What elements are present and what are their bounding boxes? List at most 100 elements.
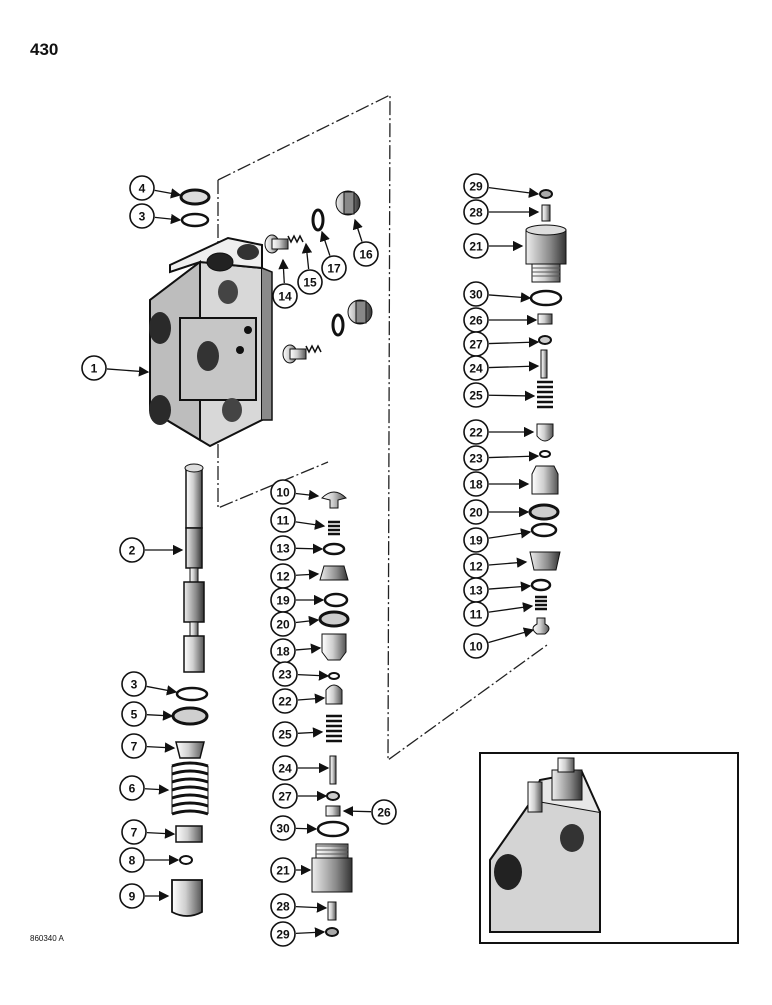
callout-bubble bbox=[463, 419, 489, 445]
callout-20: 20 bbox=[270, 611, 320, 637]
callout-28: 28 bbox=[463, 199, 540, 225]
callout-label: 30 bbox=[276, 822, 290, 836]
poppet-22-right bbox=[536, 423, 554, 442]
callout-30: 30 bbox=[463, 281, 532, 307]
o-ring-3-top bbox=[180, 212, 210, 228]
callout-leader bbox=[488, 451, 540, 462]
pin-24 bbox=[329, 755, 337, 785]
callout-leader bbox=[146, 710, 174, 721]
callout-3: 3 bbox=[121, 671, 178, 697]
plug-16-upper bbox=[335, 190, 361, 216]
callout-label: 25 bbox=[469, 389, 483, 403]
callout-leader bbox=[488, 292, 532, 303]
callout-label: 3 bbox=[131, 678, 138, 692]
callout-12: 12 bbox=[463, 553, 528, 579]
callout-bubble bbox=[463, 233, 489, 259]
callout-label: 9 bbox=[129, 890, 136, 904]
callout-bubble bbox=[270, 815, 296, 841]
callout-label: 28 bbox=[469, 206, 483, 220]
o-ring-17-lower bbox=[331, 313, 345, 337]
callout-leader bbox=[488, 187, 540, 198]
callout-bubble bbox=[121, 819, 147, 845]
callout-leader bbox=[295, 569, 320, 580]
callout-bubble bbox=[270, 611, 296, 637]
callout-label: 30 bbox=[469, 288, 483, 302]
lock-nut-29-right bbox=[539, 189, 553, 199]
callout-leader bbox=[278, 258, 289, 284]
inset-view bbox=[479, 752, 739, 944]
page-number: 430 bbox=[30, 40, 59, 59]
seat-12 bbox=[319, 565, 349, 581]
callout-label: 11 bbox=[277, 514, 290, 528]
callout-bubble bbox=[463, 471, 489, 497]
ring-27 bbox=[326, 791, 340, 801]
callout-leader bbox=[146, 742, 176, 753]
callout-bubble bbox=[297, 269, 323, 295]
valve-section-body bbox=[149, 236, 273, 448]
figure-code: 860340 A bbox=[30, 934, 64, 943]
callout-label: 23 bbox=[278, 668, 292, 682]
spring-15-upper bbox=[287, 234, 304, 244]
spring-15-lower bbox=[305, 344, 322, 354]
callout-leader bbox=[295, 823, 318, 834]
callout-bubble bbox=[270, 857, 296, 883]
callout-label: 10 bbox=[276, 486, 290, 500]
callout-bubble bbox=[121, 701, 147, 727]
callout-27: 27 bbox=[463, 331, 540, 357]
callout-leader bbox=[295, 927, 326, 938]
callout-leader bbox=[352, 218, 363, 242]
poppet-10 bbox=[321, 491, 347, 509]
callout-leader bbox=[488, 528, 532, 539]
lock-nut-29 bbox=[325, 927, 339, 937]
o-ring-23-right bbox=[539, 450, 551, 458]
callout-27: 27 bbox=[272, 783, 328, 809]
callout-24: 24 bbox=[463, 355, 540, 381]
right-column-parts bbox=[525, 189, 567, 635]
callout-leader bbox=[295, 615, 320, 627]
callout-19: 19 bbox=[463, 527, 532, 553]
callout-24: 24 bbox=[272, 755, 330, 781]
assembly-boundary-line bbox=[217, 93, 548, 762]
callout-bubble bbox=[353, 241, 379, 267]
callout-leader bbox=[488, 602, 534, 613]
callout-bubble bbox=[119, 883, 145, 909]
callout-label: 7 bbox=[131, 826, 138, 840]
callout-label: 8 bbox=[129, 854, 136, 868]
callout-label: 17 bbox=[327, 262, 341, 276]
callout-label: 14 bbox=[278, 290, 292, 304]
callout-label: 26 bbox=[469, 314, 483, 328]
callout-label: 23 bbox=[469, 452, 483, 466]
relief-housing-21 bbox=[311, 843, 353, 893]
callout-5: 5 bbox=[121, 701, 174, 727]
o-ring-13-right bbox=[530, 578, 552, 592]
callout-label: 25 bbox=[278, 728, 292, 742]
callout-label: 29 bbox=[469, 180, 483, 194]
centering-spring-6 bbox=[171, 761, 209, 816]
callout-leader bbox=[342, 806, 372, 817]
spring-seat-7-lower bbox=[175, 825, 203, 843]
callout-leader bbox=[144, 784, 170, 795]
callout-28: 28 bbox=[270, 893, 328, 919]
callout-bubble bbox=[272, 721, 298, 747]
callout-label: 18 bbox=[469, 478, 483, 492]
callout-label: 7 bbox=[131, 740, 138, 754]
callout-label: 22 bbox=[278, 695, 292, 709]
callout-16: 16 bbox=[352, 218, 379, 267]
callout-bubble bbox=[272, 783, 298, 809]
set-screw-28-right bbox=[541, 204, 551, 222]
callout-label: 6 bbox=[129, 782, 136, 796]
pin-24-right bbox=[540, 349, 548, 379]
callout-label: 22 bbox=[469, 426, 483, 440]
callout-13: 13 bbox=[270, 535, 324, 561]
callout-bubble bbox=[272, 688, 298, 714]
callout-bubble bbox=[272, 755, 298, 781]
callout-10: 10 bbox=[270, 479, 320, 505]
callout-leader bbox=[301, 242, 313, 270]
callout-21: 21 bbox=[270, 857, 312, 883]
callout-leader bbox=[295, 489, 320, 501]
callout-2: 2 bbox=[119, 537, 184, 563]
callout-bubble bbox=[463, 633, 489, 659]
callout-29: 29 bbox=[463, 173, 540, 199]
plug-16-lower bbox=[347, 299, 373, 325]
